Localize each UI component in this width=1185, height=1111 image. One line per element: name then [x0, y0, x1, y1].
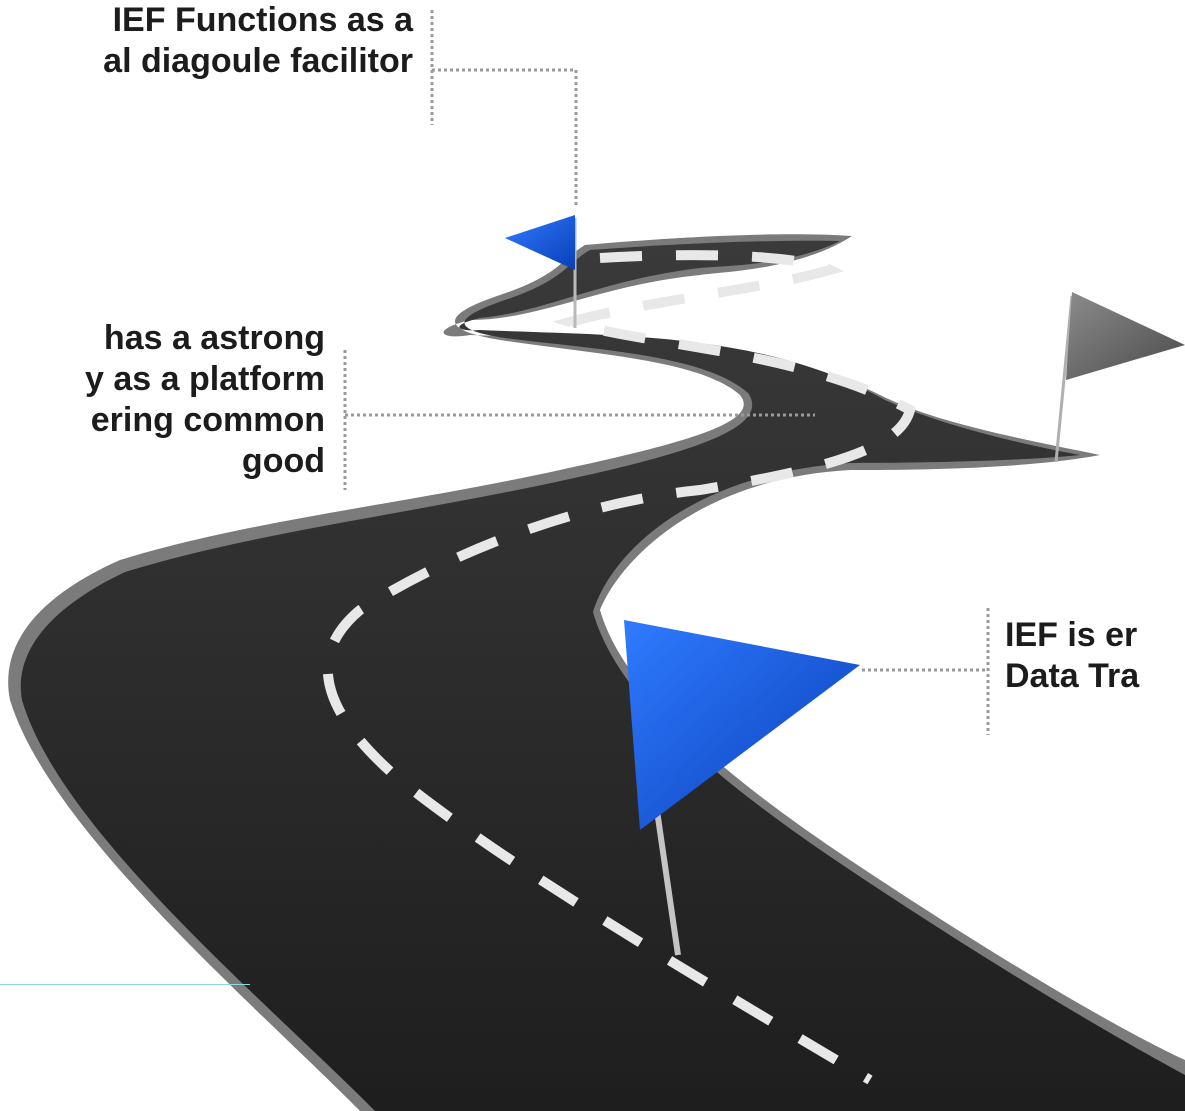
road-asphalt [20, 240, 1185, 1111]
callout-transformation: IEF is er Data Tra [1005, 616, 1140, 695]
accent-rule [0, 984, 250, 985]
flag-icon-blue-far [505, 215, 577, 328]
callout-facilitator: IEF Functions as a al diagoule facilitor [103, 1, 413, 80]
road [8, 234, 1185, 1111]
leader-lines [343, 10, 990, 735]
flag-icon-gray [1054, 292, 1185, 463]
lane-marking [322, 250, 916, 1085]
callout-platform: has a astrong y as a platform ering comm… [85, 319, 325, 480]
leader-line-top-connector [432, 68, 578, 205]
flag-icon-blue-near [624, 620, 860, 956]
